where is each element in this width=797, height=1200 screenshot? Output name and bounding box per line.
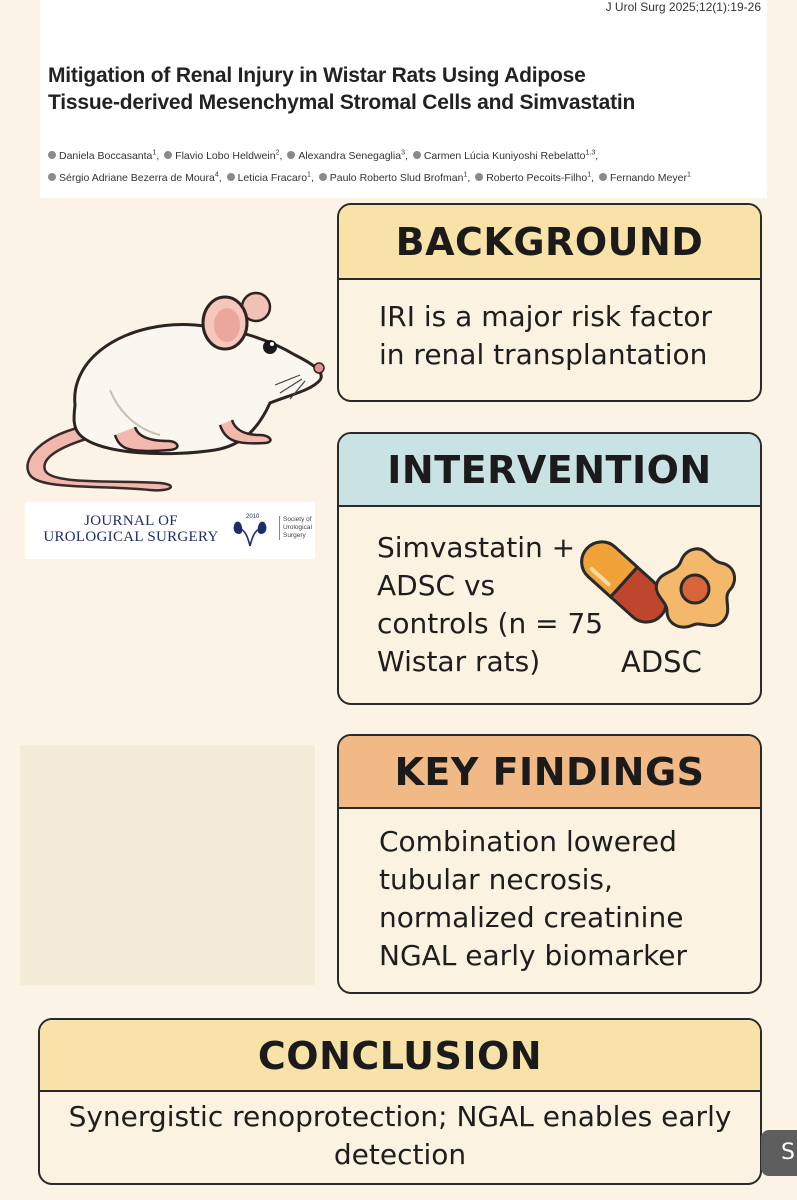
author-affiliation: 1 [463,171,468,179]
orcid-icon[interactable] [48,173,56,182]
key-findings-text: Combination lowered tubular necrosis, no… [379,825,688,972]
author-affiliation: 1 [686,171,691,179]
conclusion-text: Synergistic renoprotection; NGAL enables… [68,1100,732,1171]
author-name-text: Carmen Lúcia Kuniyoshi Rebelatto [423,149,586,162]
orcid-icon[interactable] [287,150,296,159]
author-name-text: Fernando Meyer [609,172,687,184]
intervention-heading: INTERVENTION [339,434,760,507]
paper-title: Mitigation of Renal Injury in Wistar Rat… [48,64,636,114]
author-name-text: Alexandra Senegaglia [298,149,402,162]
author-affiliation: 1 [587,171,592,179]
intervention-body: Simvastatin + ADSC vs controls (n = 75 W… [339,507,760,703]
orcid-icon[interactable] [318,173,327,182]
author-affiliation: 2 [275,149,280,156]
key-findings-card: KEY FINDINGS Combination lowered tubular… [337,734,762,994]
intervention-card: INTERVENTION Simvastatin + ADSC vs contr… [337,432,762,705]
mouse-illustration [26,291,325,492]
author-affiliation: 1 [307,171,311,179]
orcid-icon[interactable] [475,173,484,182]
author-name-text: Paulo Roberto Slud Brofman [329,172,464,184]
author-affiliation: 4 [214,171,219,179]
paper-header: J Urol Surg 2025;12(1):19-26 Mitigation … [40,0,767,198]
society-text: Society of Urological Surgery [279,516,317,540]
author-name: Leticia Fracaro1, [226,171,317,184]
conclusion-card: CONCLUSION Synergistic renoprotection; N… [38,1018,762,1185]
author-name: Fernando Meyer1 [598,171,691,184]
author-name: Sérgio Adriane Bezerra de Moura4, [48,172,225,184]
conclusion-heading: CONCLUSION [40,1020,760,1092]
corner-button[interactable]: S [761,1130,797,1176]
adsc-label: ADSC [621,645,702,679]
image-placeholder [20,745,315,985]
capsule-pill-icon [580,540,668,624]
key-findings-heading: KEY FINDINGS [339,736,760,809]
author-name-text: Flavio Lobo Heldwein [175,149,276,162]
author-name: Daniela Boccasanta1, [48,149,162,162]
background-text: IRI is a major risk factor in renal tran… [379,300,712,371]
author-name: Alexandra Senegaglia3, [287,149,411,162]
author-list: Daniela Boccasanta1, Flavio Lobo Heldwei… [48,143,748,188]
emblem-year: 2010 [246,514,260,520]
author-name: Roberto Pecoits-Filho1, [475,172,597,184]
journal-logo: JOURNAL OF UROLOGICAL SURGERY 2010 Socie… [25,502,315,559]
author-name: Flavio Lobo Heldwein2, [164,149,285,162]
journal-name: JOURNAL OF UROLOGICAL SURGERY [43,513,219,545]
orcid-icon[interactable] [48,150,56,159]
author-name-text: Roberto Pecoits-Filho [486,172,588,184]
author-name-text: Leticia Fracaro [237,172,308,184]
author-name-text: Sérgio Adriane Bezerra de Moura [59,172,215,184]
background-heading: BACKGROUND [339,205,760,280]
kidney-emblem-icon: 2010 [233,514,267,547]
background-card: BACKGROUND IRI is a major risk factor in… [337,203,762,402]
orcid-icon[interactable] [412,150,421,159]
author-affiliation: 3 [401,149,405,156]
author-affiliation: 1 [152,149,157,156]
author-name-text: Daniela Boccasanta [59,149,153,162]
stem-cell-icon [654,547,737,629]
orcid-icon[interactable] [598,173,607,182]
author-name: Paulo Roberto Slud Brofman1, [318,171,473,184]
orcid-icon[interactable] [164,150,173,159]
orcid-icon[interactable] [226,173,235,182]
intervention-text: Simvastatin + ADSC vs controls (n = 75 W… [377,531,604,678]
author-name: Carmen Lúcia Kuniyoshi Rebelatto1,3, [412,149,598,162]
author-affiliation: 1,3 [585,149,596,156]
citation: J Urol Surg 2025;12(1):19-26 [605,0,761,14]
